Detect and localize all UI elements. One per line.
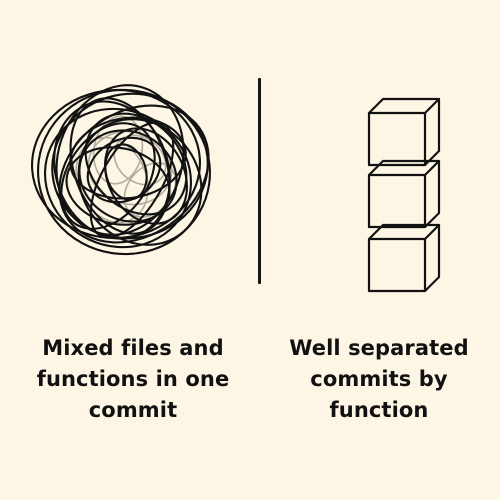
box-icon <box>367 223 441 293</box>
caption-line: function <box>329 398 429 422</box>
separated-commits-panel: Well separated commits by function <box>250 0 500 500</box>
caption-line: functions in one <box>36 367 230 391</box>
caption-line: commits by <box>310 367 448 391</box>
caption-line: Well separated <box>289 336 469 360</box>
mixed-commit-panel: Mixed files and functions in one commit <box>30 84 229 422</box>
box-icon <box>367 159 441 229</box>
caption-line: commit <box>88 398 178 422</box>
stacked-boxes-icon <box>367 97 441 293</box>
mixed-commit-caption: Mixed files and functions in one commit <box>8 333 258 426</box>
divider-line <box>258 78 261 284</box>
caption-line: Mixed files and <box>42 336 224 360</box>
tangled-scribble-icon <box>30 84 211 256</box>
box-icon <box>367 97 441 167</box>
separated-commits-caption: Well separated commits by function <box>254 333 500 426</box>
